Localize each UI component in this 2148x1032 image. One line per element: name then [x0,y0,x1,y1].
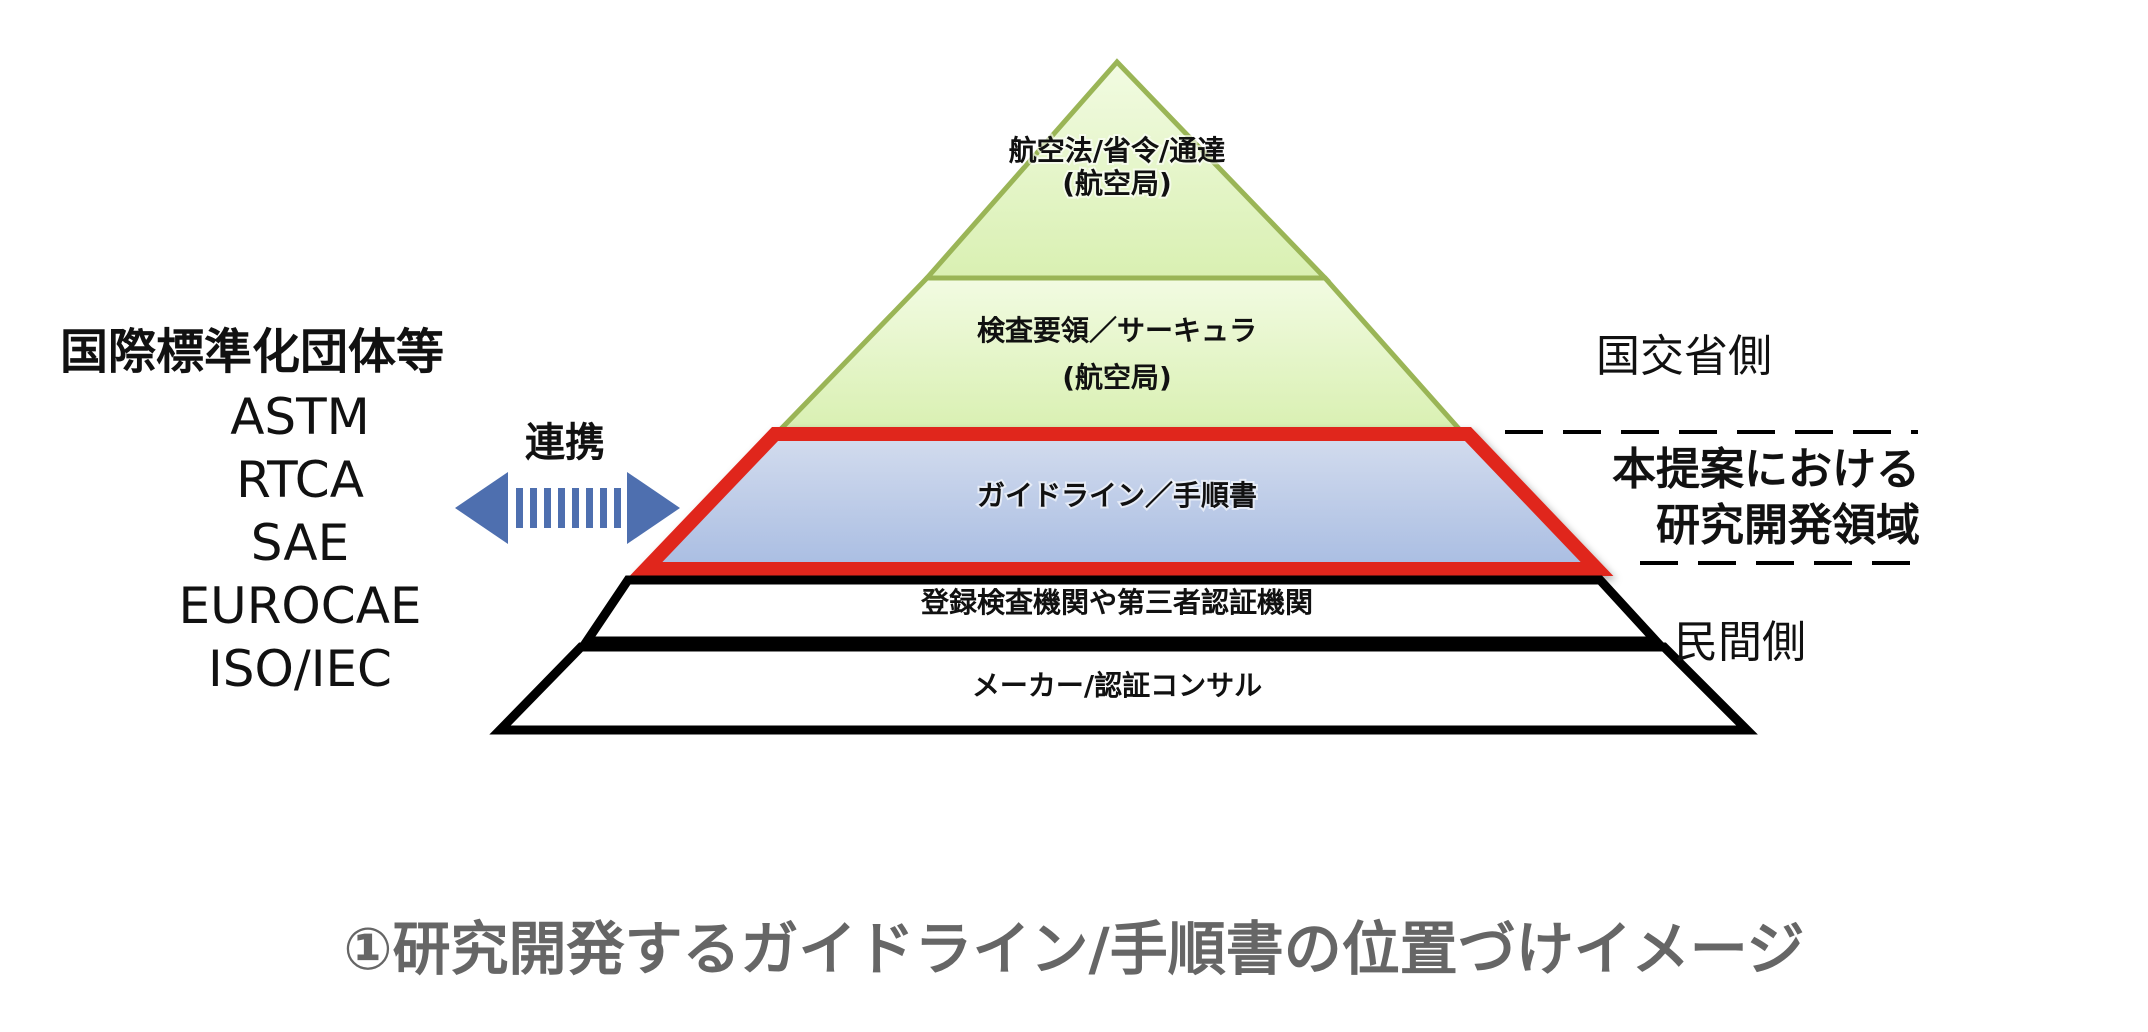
standards-body-item: ISO/IEC [208,640,392,698]
link-arrow-icon [455,472,680,544]
proposal-area-line-1: 本提案における [1612,444,1920,495]
proposal-area-line-2: 研究開発領域 [1656,500,1920,551]
tier-second-label-1: 検査要領／サーキュラ [977,314,1257,347]
standards-bodies-heading: 国際標準化団体等 [60,324,445,380]
tier-top-label-1: 航空法/省令/通達 [1009,134,1225,167]
standards-bodies-list: ASTM RTCA SAE EUROCAE ISO/IEC [110,386,490,701]
proposal-area-label: 本提案における 研究開発領域 [1560,442,1920,554]
tier-fourth-label: 登録検査機関や第三者認証機関 [920,586,1313,619]
figure-caption: ①研究開発するガイドライン/手順書の位置づけイメージ [343,915,1805,983]
link-label: 連携 [525,420,605,466]
tier-fifth-label: メーカー/認証コンサル [972,669,1262,702]
government-side-label: 国交省側 [1596,331,1772,382]
private-side-label: 民間側 [1674,617,1806,668]
tier-focus-shape [629,427,1614,576]
standards-body-item: RTCA [236,451,364,509]
tier-focus-label: ガイドライン／手順書 [977,479,1257,512]
standards-body-item: ASTM [230,388,370,446]
standards-body-item: SAE [250,514,350,572]
standards-body-item: EUROCAE [178,577,422,635]
tier-fifth-shape [489,642,1758,735]
tier-fourth-shape [578,575,1667,646]
tier-second-label-2: (航空局) [1062,361,1172,394]
tier-top-label-2: (航空局) [1062,167,1172,200]
tier-second-shape [774,275,1466,433]
